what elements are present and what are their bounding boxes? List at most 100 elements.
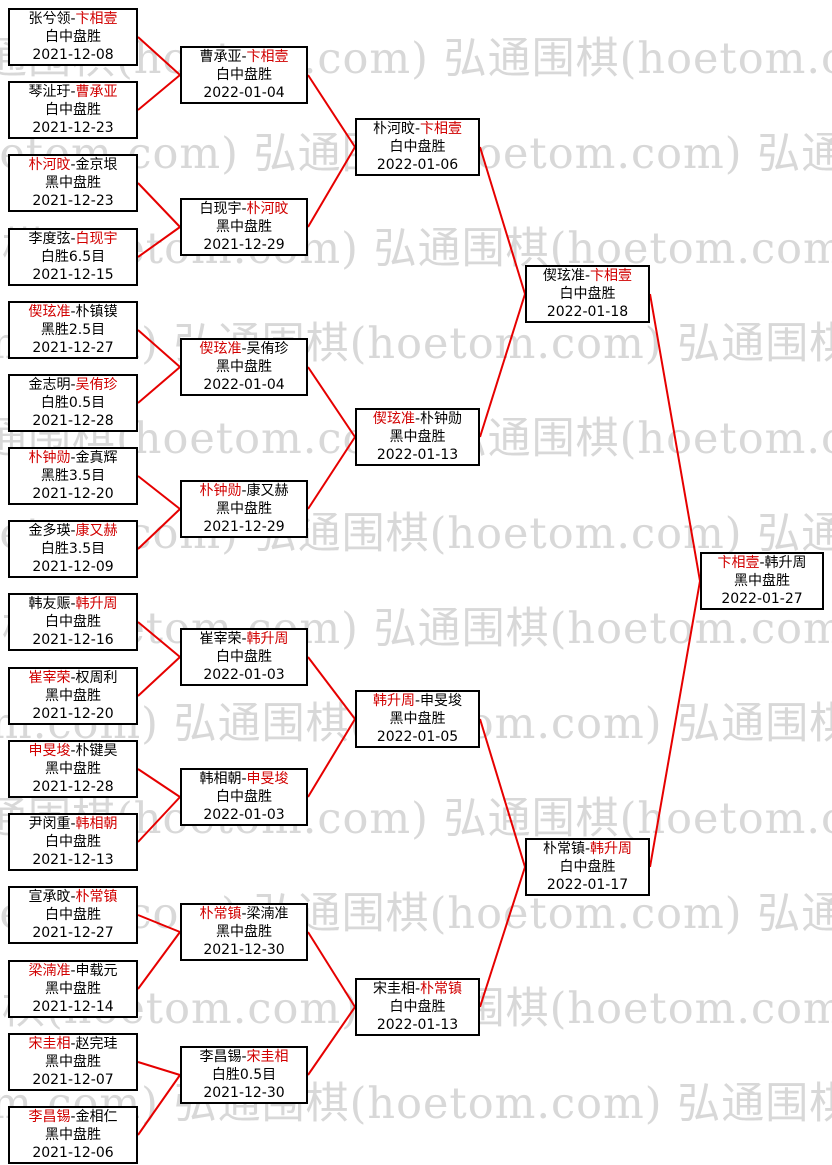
- match-date: 2022-01-05: [376, 729, 459, 745]
- name-separator: -: [414, 121, 421, 137]
- match-players: 朴河旼-金京垠: [28, 156, 117, 174]
- player-name-loser: 申旻埈: [420, 693, 463, 709]
- player-name-loser: 申载元: [75, 963, 118, 979]
- match-players: 朴钟勋-金真辉: [28, 449, 117, 467]
- player-name-winner: 卞相壹: [717, 555, 760, 571]
- connector-line: [137, 182, 181, 228]
- player-name-winner: 崔宰荣: [28, 670, 71, 686]
- match-players: 白现宇-朴河旼: [199, 200, 288, 218]
- match-players: 李度弦-白现宇: [28, 230, 117, 248]
- name-separator: -: [70, 304, 76, 320]
- player-name-winner: 卞相壹: [420, 121, 463, 137]
- connector-line: [307, 74, 356, 148]
- match-date: 2021-12-28: [32, 413, 114, 429]
- match-date: 2021-12-27: [32, 340, 114, 356]
- name-separator: -: [70, 84, 76, 100]
- name-separator: -: [759, 555, 765, 571]
- player-name-winner: 朴常镇: [75, 889, 118, 905]
- name-separator: -: [241, 341, 247, 357]
- match-players: 朴河旼-卞相壹: [373, 120, 462, 138]
- player-name-winner: 韩升周: [590, 841, 633, 857]
- match-players: 金志明-吴侑珍: [28, 376, 117, 394]
- match-date: 2022-01-03: [203, 807, 285, 823]
- match-result: 黑中盘胜: [389, 429, 446, 445]
- connector-line: [137, 1074, 181, 1136]
- match-date: 2021-12-15: [32, 267, 114, 283]
- name-separator: -: [414, 411, 421, 427]
- match-result: 白中盘胜: [45, 102, 101, 118]
- player-name-winner: 梁湳准: [28, 963, 71, 979]
- match-result: 白中盘胜: [216, 67, 272, 83]
- match-result: 白中盘胜: [45, 29, 101, 45]
- player-name-winner: 宋圭相: [246, 1049, 289, 1065]
- name-separator: -: [70, 963, 76, 979]
- match-date: 2021-12-09: [32, 559, 114, 575]
- watermark-text: 弘通围棋(hoetom.com) 弘通围棋(hoetom.com) 弘通围棋(h…: [0, 224, 832, 274]
- match-result: 黑中盘胜: [216, 359, 272, 375]
- match-result: 黑中盘胜: [45, 1054, 101, 1070]
- name-separator: -: [70, 1036, 76, 1052]
- match-date: 2021-12-16: [32, 632, 114, 648]
- connector-line: [137, 74, 181, 111]
- match-result: 黑中盘胜: [216, 219, 272, 235]
- player-name-loser: 李昌锡: [199, 1049, 242, 1065]
- name-separator: -: [70, 596, 76, 612]
- match-date: 2021-12-08: [32, 47, 114, 63]
- name-separator: -: [70, 743, 76, 759]
- player-name-winner: 偰玹准: [28, 304, 71, 320]
- match-players: 朴常镇-梁湳准: [199, 905, 288, 923]
- match-players: 金多瑛-康又赫: [28, 522, 117, 540]
- name-separator: -: [70, 11, 76, 27]
- match-date: 2021-12-23: [32, 193, 114, 209]
- player-name-winner: 申旻埈: [28, 743, 71, 759]
- match-date: 2022-01-06: [376, 157, 459, 173]
- watermark-text: 弘通围棋(hoetom.com) 弘通围棋(hoetom.com) 弘通围棋(h…: [0, 794, 832, 844]
- player-name-winner: 卞相壹: [75, 11, 118, 27]
- watermark-text: 弘通围棋(hoetom.com) 弘通围棋(hoetom.com) 弘通围棋(h…: [0, 604, 832, 654]
- connector-line: [137, 36, 181, 76]
- name-separator: -: [584, 268, 591, 284]
- match-result: 黑胜2.5目: [40, 322, 106, 338]
- name-separator: -: [584, 841, 591, 857]
- match-result: 白中盘胜: [559, 286, 616, 302]
- name-separator: -: [241, 906, 247, 922]
- watermark-text: 弘通围棋(hoetom.com) 弘通围棋(hoetom.com) 弘通围棋(h…: [0, 319, 832, 369]
- player-name-loser: 宣承旼: [28, 889, 71, 905]
- connector-line: [479, 718, 526, 868]
- connector-line: [479, 293, 526, 438]
- connector-line: [137, 366, 181, 404]
- player-name-loser: 权周利: [75, 670, 118, 686]
- match-result: 白中盘胜: [559, 859, 616, 875]
- match-result: 白中盘胜: [389, 139, 446, 155]
- player-name-winner: 偰玹准: [199, 341, 242, 357]
- player-name-loser: 韩友赈: [28, 596, 71, 612]
- watermark-text: 弘通围棋(hoetom.com) 弘通围棋(hoetom.com) 弘通围棋(h…: [0, 34, 832, 84]
- connector-line: [137, 914, 181, 933]
- connector-line: [649, 580, 701, 868]
- player-name-winner: 韩相朝: [75, 816, 118, 832]
- player-name-loser: 金志明: [28, 377, 71, 393]
- player-name-winner: 白现宇: [75, 231, 118, 247]
- match-players: 韩相朝-申旻埈: [199, 770, 288, 788]
- player-name-loser: 吴侑珍: [246, 341, 289, 357]
- player-name-winner: 申旻埈: [246, 771, 289, 787]
- player-name-winner: 宋圭相: [28, 1036, 71, 1052]
- match-players: 张兮领-卞相壹: [28, 10, 117, 28]
- player-name-loser: 崔宰荣: [199, 631, 242, 647]
- match-date: 2021-12-27: [32, 925, 114, 941]
